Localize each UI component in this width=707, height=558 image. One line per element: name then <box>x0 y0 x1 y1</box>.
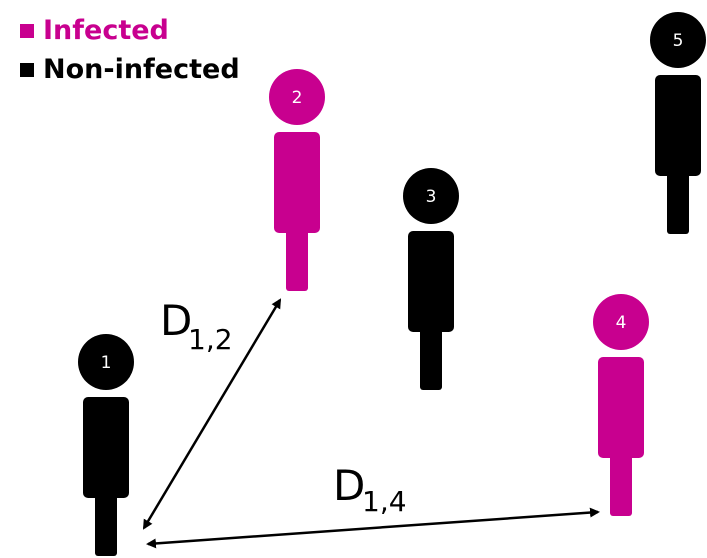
distance-arrow-1-4 <box>146 507 600 549</box>
person-5-body <box>655 75 701 176</box>
person-1-head <box>78 334 134 390</box>
legend-infected-label: Infected <box>43 15 169 46</box>
person-2-label: 2 <box>292 88 303 108</box>
person-3-leg <box>420 326 442 390</box>
person-3-head <box>403 168 459 224</box>
person-5: 5 <box>650 12 706 234</box>
distance-arrows-layer: D1,2D1,4 <box>142 296 600 549</box>
person-3-label: 3 <box>426 187 437 207</box>
legend-non-infected-label: Non-infected <box>43 54 240 85</box>
person-2-body <box>274 132 320 233</box>
person-4-label: 4 <box>616 313 627 333</box>
legend-non-infected: Non-infected <box>20 55 240 85</box>
person-4: 4 <box>593 294 649 516</box>
person-5-leg <box>667 170 689 234</box>
person-1-leg <box>95 492 117 556</box>
person-1-label: 1 <box>101 353 112 373</box>
infected-swatch <box>20 24 34 38</box>
person-4-head <box>593 294 649 350</box>
distance-1-4: D1,4 <box>146 461 600 549</box>
person-3-body <box>408 231 454 332</box>
distance-symbol-1-2: D <box>160 296 192 345</box>
distance-arrow-1-2 <box>142 298 282 530</box>
person-2: 2 <box>269 69 325 291</box>
person-5-head <box>650 12 706 68</box>
person-1-body <box>83 397 129 498</box>
person-4-body <box>598 357 644 458</box>
person-1: 1 <box>78 334 134 556</box>
legend-infected: Infected <box>20 16 169 46</box>
distance-subscript-1-4: 1,4 <box>362 485 407 518</box>
distance-1-2: D1,2 <box>142 296 282 530</box>
distance-symbol-1-4: D <box>333 461 365 510</box>
person-5-label: 5 <box>673 31 684 51</box>
distance-subscript-1-2: 1,2 <box>188 323 233 356</box>
person-3: 3 <box>403 168 459 390</box>
person-4-leg <box>610 452 632 516</box>
person-2-head <box>269 69 325 125</box>
non-infected-swatch <box>20 63 34 77</box>
people-layer: 1 2 3 4 5 <box>78 12 706 556</box>
person-2-leg <box>286 227 308 291</box>
